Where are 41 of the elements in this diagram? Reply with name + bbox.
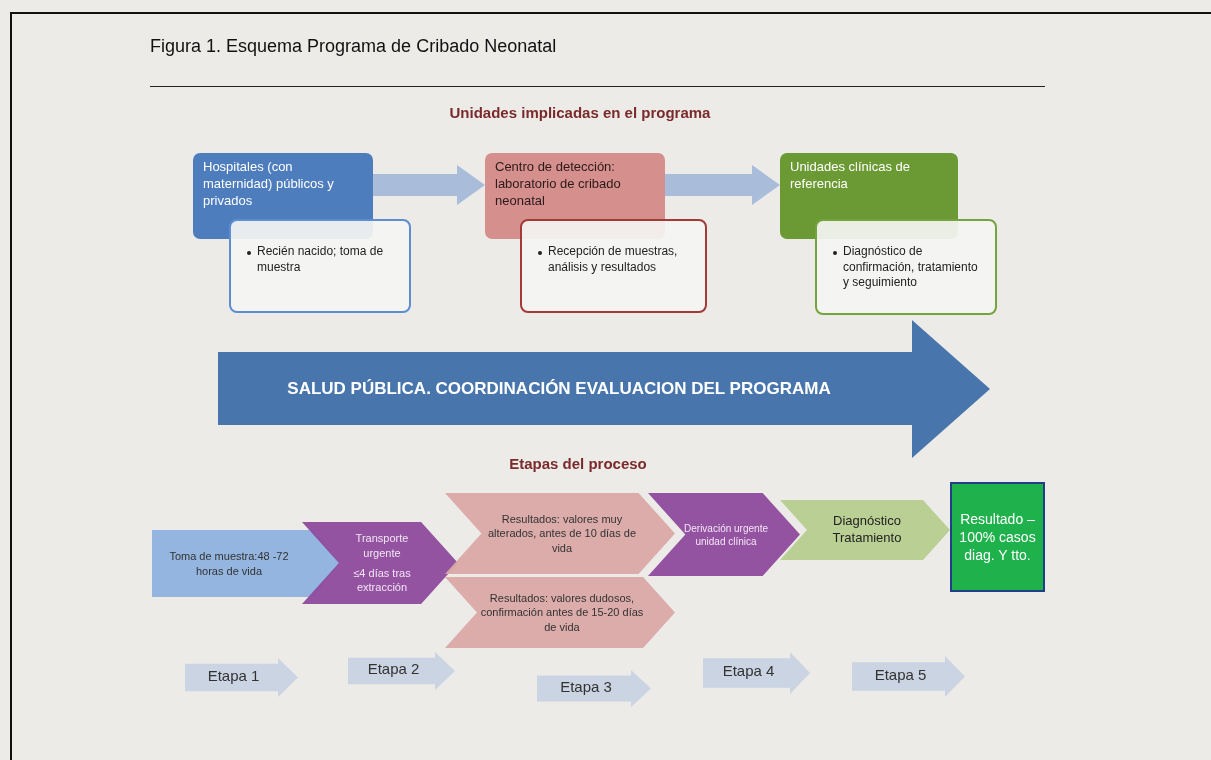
detail-box xyxy=(815,219,997,315)
stage-marker xyxy=(852,656,965,697)
chevron-step xyxy=(780,500,950,560)
chevron-step xyxy=(302,522,458,604)
node-text: ≤4 días tras extracción xyxy=(352,566,412,595)
node-text: Etapa 1 xyxy=(207,665,260,686)
chevron-step xyxy=(445,493,675,574)
node-text: SALUD PÚBLICA. COORDINACIÓN EVALUACION DEL PROGRAMA xyxy=(287,377,831,400)
node-text: Etapa 4 xyxy=(722,661,775,681)
section-heading: Etapas del proceso xyxy=(509,455,647,472)
chevron-step xyxy=(648,493,800,576)
node-text: Toma de muestra:48 -72 horas de vida xyxy=(168,549,290,578)
node-text: Hospitales (con maternidad) públicos y privados xyxy=(203,159,335,210)
stage-marker xyxy=(703,652,810,694)
block-arrow xyxy=(665,165,780,205)
chevron-step xyxy=(445,577,675,648)
stage-marker xyxy=(185,658,298,697)
node-text: Centro de detección: laboratorio de cribado neonatal xyxy=(495,159,622,210)
node-text: Resultados: valores dudosos, confirmación antes de 15-20 días de vida xyxy=(479,591,645,634)
node-text: Resultados: valores muy alterados, antes de 10 días de vida xyxy=(487,512,637,555)
bullet-text: Recién nacido; toma de muestra xyxy=(257,244,385,276)
detail-box xyxy=(229,219,411,313)
node-text: Etapa 2 xyxy=(367,659,420,679)
chevron-step xyxy=(152,530,340,597)
stage-marker xyxy=(537,670,651,707)
node-text: Diagnóstico Tratamiento xyxy=(831,513,903,547)
node-text: Unidades clínicas de referencia xyxy=(790,159,911,193)
result-box xyxy=(950,482,1045,592)
bullet-text: Diagnóstico de confirmación, tratamiento y seguimiento xyxy=(843,244,979,291)
block-arrow xyxy=(218,320,990,458)
node-text: Resultado –100% casos diag. Y tto. xyxy=(958,509,1037,565)
figure-title: Figura 1. Esquema Programa de Cribado Neonatal xyxy=(150,36,557,57)
section-heading: Unidades implicadas en el programa xyxy=(449,104,711,121)
node-text: Etapa 5 xyxy=(874,664,927,685)
node-text: Derivación urgente unidad clínica xyxy=(683,521,769,548)
node-text: Transporte urgente xyxy=(354,531,410,560)
block-arrow xyxy=(373,165,485,205)
detail-box xyxy=(520,219,707,313)
bullet-text: Recepción de muestras, análisis y resultados xyxy=(548,244,679,276)
node-text: Etapa 3 xyxy=(560,676,612,697)
stage-marker xyxy=(348,652,455,690)
